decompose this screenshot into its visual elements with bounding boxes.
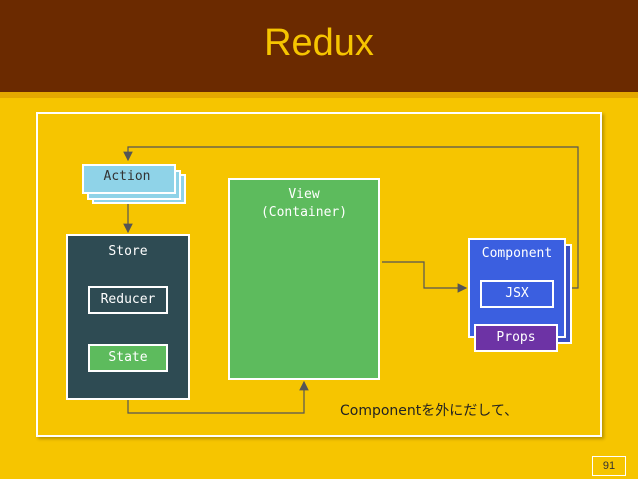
header-stripe — [0, 92, 638, 98]
props-box: Props — [474, 324, 558, 352]
view-sublabel: (Container) — [260, 205, 348, 220]
component-label: Component — [481, 246, 553, 261]
view-container-box: View (Container) — [228, 178, 380, 380]
action-label: Action — [103, 169, 151, 184]
store-box: Store — [66, 234, 190, 400]
view-label: View — [288, 187, 320, 202]
jsx-box: JSX — [480, 280, 554, 308]
action-card-front — [82, 164, 176, 194]
slide-title: Redux — [264, 22, 374, 64]
slide-caption: Componentを外にだして、 — [340, 403, 519, 419]
diagram-panel — [36, 112, 602, 437]
state-box: State — [88, 344, 168, 372]
reducer-box: Reducer — [88, 286, 168, 314]
page-number: 91 — [592, 456, 626, 476]
store-label: Store — [108, 244, 148, 259]
slide-header: Redux — [0, 0, 638, 92]
